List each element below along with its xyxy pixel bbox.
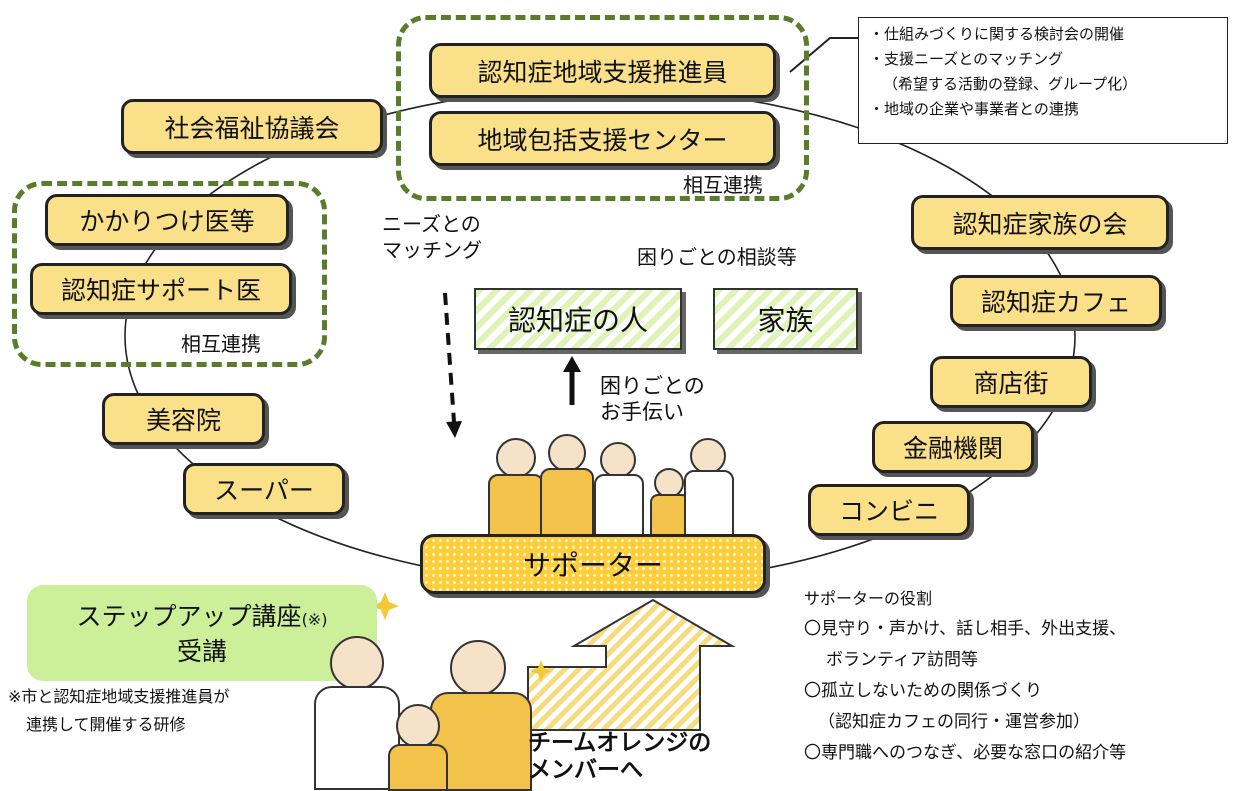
notes-connector [789,37,858,73]
task-line: ・地域の企業や事業者との連携 [869,100,1079,118]
step-up-sub: 受講 [176,637,227,666]
sparkle-icon [371,592,399,620]
node-super: スーパー [183,463,345,515]
team-orange-line: チームオレンジの [528,730,712,756]
mutual-label-top: 相互連携 [683,173,763,197]
person-figure [330,636,384,690]
roles-title: サポーターの役割 [804,589,933,608]
pointing-people-illustration [300,600,550,791]
top-group-frame [396,15,809,201]
node-center: 地域包括支援センター [429,111,776,166]
node-cafe: 認知症カフェ [950,275,1162,327]
person-figure [388,744,448,791]
team-orange-arrow [527,598,736,731]
person-figure [496,438,536,478]
footnote: ※市と認知症地域支援推進員が 連携して開催する研修 [8,683,229,739]
supporter-box: サポーター [420,534,766,594]
step-up-course: ステップアップ講座(※) 受講 [27,585,377,681]
team-orange-label: チームオレンジの メンバーへ [528,730,711,784]
supporters-illustration [478,428,748,540]
needs-matching-label: ニーズとの マッチング [382,211,482,263]
person-figure [488,474,544,540]
needs-matching-line: マッチング [382,238,482,262]
role-line: 〇孤立しないための関係づくり [804,681,1042,701]
person-figure [594,474,644,540]
role-line: 〇見守り・声かけ、話し相手、外出支援、 [804,619,1127,639]
node-council: 社会福祉協議会 [121,99,383,154]
person-figure [690,438,726,474]
promoter-tasks-note: ・仕組みづくりに関する検討会の開催 ・支援ニーズとのマッチング （希望する活動の… [858,17,1228,144]
node-convenience: コンビニ [808,484,970,536]
role-line: （認知症カフェの同行・運営参加） [818,712,1090,732]
help-line: 困りごとの [600,374,705,398]
task-line: ・仕組みづくりに関する検討会の開催 [869,25,1125,43]
step-up-mark: (※) [301,610,328,629]
footnote-line: 連携して開催する研修 [26,715,186,734]
node-doctor: かかりつけ医等 [45,194,289,246]
matching-arrow-head [446,421,462,438]
node-support-doctor: 認知症サポート医 [30,263,292,315]
consult-label: 困りごとの相談等 [637,245,797,269]
step-up-title: ステップアップ講座 [76,602,302,631]
person-figure [450,640,506,696]
task-line: （希望する活動の登録、グループ化） [883,75,1138,93]
node-beauty: 美容院 [102,393,265,445]
task-line: ・支援ニーズとのマッチング [869,50,1064,68]
help-label: 困りごとの お手伝い [600,373,705,425]
role-line: 〇専門職へのつなぎ、必要な窓口の紹介等 [804,743,1127,763]
node-family-assoc: 認知症家族の会 [911,195,1169,250]
matching-arrow-line [443,292,456,423]
node-bank: 金融機関 [872,421,1034,473]
person-figure [540,468,594,540]
person-figure [684,470,734,540]
needs-matching-line: ニーズとの [382,212,481,236]
person-figure [396,704,440,748]
role-line: ボランティア訪問等 [826,650,978,670]
mutual-label-left: 相互連携 [181,332,261,356]
person-figure [314,686,400,790]
family-box: 家族 [713,288,858,350]
person-with-dementia-box: 認知症の人 [474,288,682,350]
footnote-line: ※市と認知症地域支援推進員が [8,687,230,706]
person-figure [600,442,636,478]
node-promoter: 認知症地域支援推進員 [429,43,776,98]
supporter-roles: サポーターの役割 〇見守り・声かけ、話し相手、外出支援、 ボランティア訪問等 〇… [804,583,1126,769]
help-line: お手伝い [600,400,684,424]
node-shopping: 商店街 [930,356,1092,408]
help-arrow-head [563,356,581,372]
sparkle-icon [530,660,552,682]
person-figure [548,434,586,472]
team-orange-line: メンバーへ [528,757,643,783]
left-group-frame [12,181,327,367]
